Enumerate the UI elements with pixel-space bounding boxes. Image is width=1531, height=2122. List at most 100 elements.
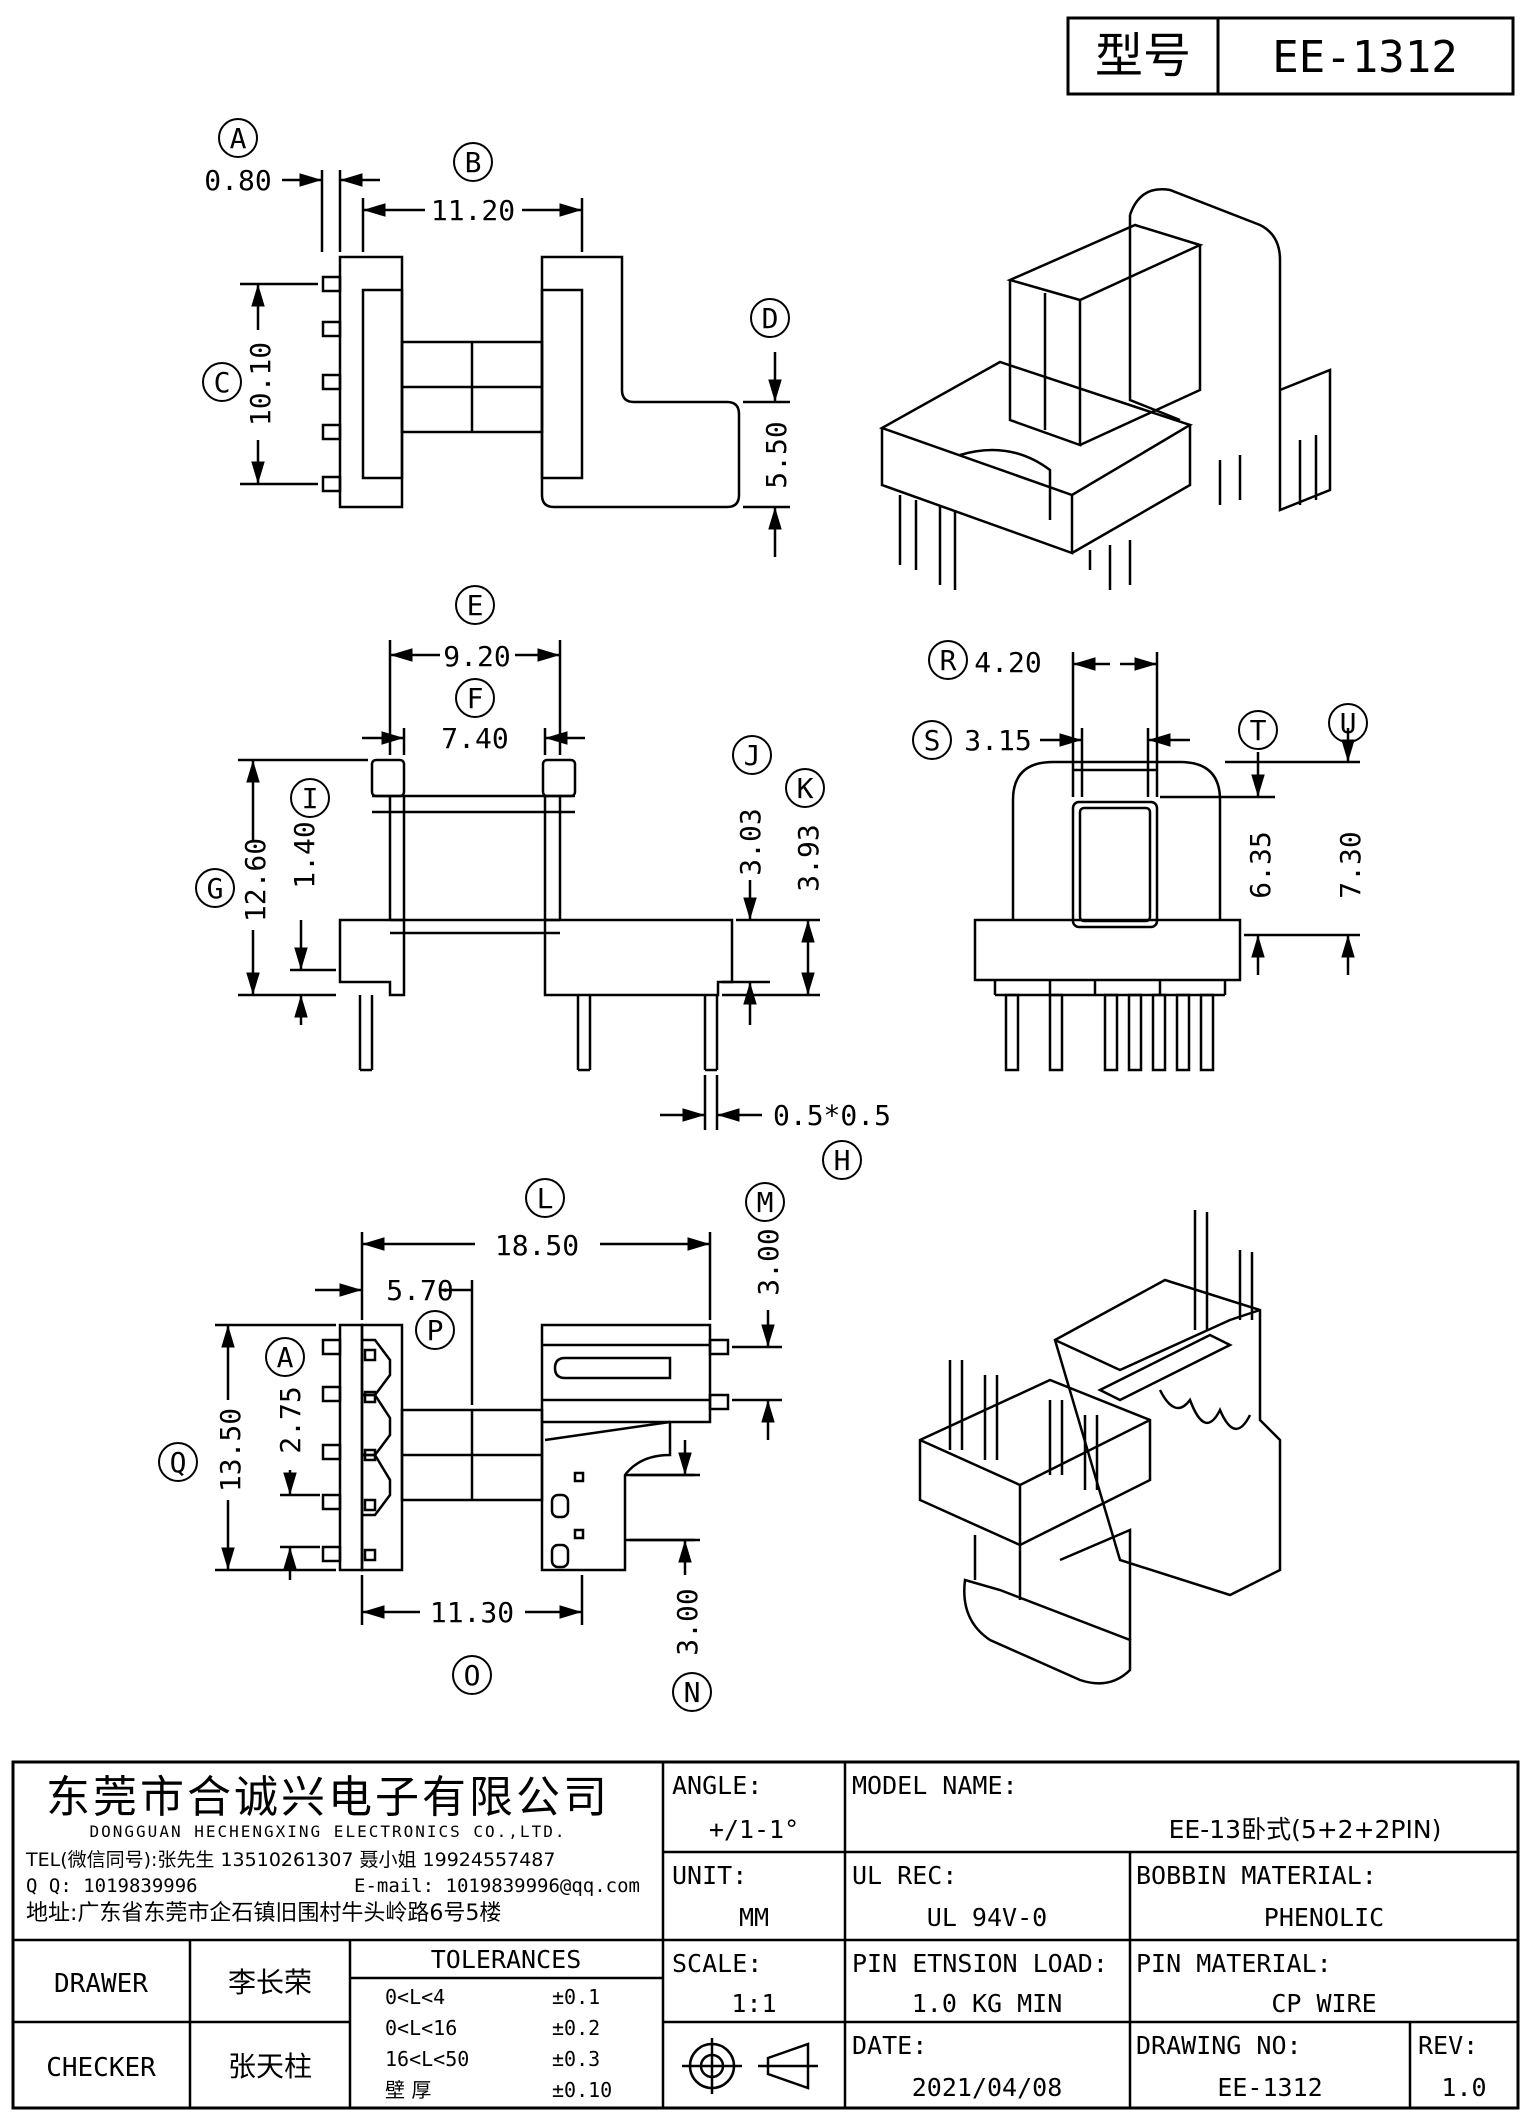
dim-q-value: 13.50 xyxy=(214,1408,247,1492)
angle-label: ANGLE: xyxy=(672,1771,762,1800)
bobbin-material-label: BOBBIN MATERIAL: xyxy=(1136,1861,1377,1890)
company-qq: Q Q: 1019839996 xyxy=(26,1875,198,1897)
marker-d: D xyxy=(762,302,779,335)
tol-range-4: 壁 厚 xyxy=(385,2078,431,2102)
dim-a-value: 0.80 xyxy=(204,164,271,197)
dim-i-value: 1.40 xyxy=(288,821,321,888)
dim-g-value: 12.60 xyxy=(239,838,272,922)
model-header-value: EE-1312 xyxy=(1272,32,1457,83)
marker-k: K xyxy=(797,772,814,805)
dim-a2-value: 2.75 xyxy=(274,1386,307,1453)
top-view xyxy=(240,170,790,557)
marker-o: O xyxy=(464,1659,481,1692)
marker-e: E xyxy=(467,589,484,622)
marker-s: S xyxy=(924,724,941,757)
dim-u-value: 7.30 xyxy=(1334,831,1367,898)
top-view-labels: A 0.80 B 11.20 C 10.10 D 5.50 xyxy=(202,118,793,489)
marker-h: H xyxy=(834,1144,851,1177)
dim-o-value: 11.30 xyxy=(430,1596,514,1629)
marker-t: T xyxy=(1250,714,1267,747)
dim-f-value: 7.40 xyxy=(441,722,508,755)
title-block: 东莞市合诚兴电子有限公司 DONGGUAN HECHENGXING ELECTR… xyxy=(11,1760,1520,2110)
marker-f: F xyxy=(467,682,484,715)
side-view-labels: R 4.20 S 3.15 T 6.35 U 7.30 xyxy=(912,640,1368,899)
dim-h-value: 0.5*0.5 xyxy=(773,1099,891,1132)
dim-s-value: 3.15 xyxy=(964,724,1031,757)
marker-q: Q xyxy=(170,1446,187,1479)
dim-t-value: 6.35 xyxy=(1244,831,1277,898)
tol-value-3: ±0.3 xyxy=(552,2047,600,2071)
marker-n: N xyxy=(684,1676,701,1709)
marker-c: C xyxy=(214,366,231,399)
marker-r: R xyxy=(940,644,957,677)
model-name-value: EE-13卧式(5+2+2PIN) xyxy=(1169,1815,1442,1844)
bottom-view-labels: L 18.50 5.70 P M 3.00 Q 13.50 A 2.75 11.… xyxy=(158,1178,785,1712)
company-email: E-mail: 1019839996@qq.com xyxy=(354,1875,640,1897)
drawing-no-label: DRAWING NO: xyxy=(1136,2031,1302,2060)
model-header: 型号 EE-1312 xyxy=(1066,16,1515,96)
pin-material-value: CP WIRE xyxy=(1271,1989,1376,2018)
marker-g: G xyxy=(207,872,224,905)
front-view-labels: E 9.20 F 7.40 G 12.60 I 1.40 J 3.03 K 3.… xyxy=(195,585,891,1180)
angle-value: +/1-1° xyxy=(709,1815,799,1844)
side-view xyxy=(973,652,1360,1072)
date-label: DATE: xyxy=(852,2031,927,2060)
model-header-label: 型号 xyxy=(1095,28,1191,84)
dim-k-value: 3.93 xyxy=(792,824,825,891)
company-tel: TEL(微信同号):张先生 13510261307 聂小姐 1992455748… xyxy=(25,1849,556,1871)
marker-l: L xyxy=(537,1182,554,1215)
rev-label: REV: xyxy=(1418,2031,1478,2060)
pin-load-label: PIN ETNSION LOAD: xyxy=(852,1949,1108,1978)
company-address: 地址:广东省东莞市企石镇旧围村牛头岭路6号5楼 xyxy=(26,1901,501,1926)
dim-n-value: 3.00 xyxy=(671,1588,704,1655)
unit-label: UNIT: xyxy=(672,1861,747,1890)
pin-material-label: PIN MATERIAL: xyxy=(1136,1949,1332,1978)
marker-u: U xyxy=(1340,707,1357,740)
tol-range-1: 0<L<4 xyxy=(385,1985,445,2009)
drawer-value: 李长荣 xyxy=(228,1966,312,1999)
ul-label: UL REC: xyxy=(852,1861,957,1890)
dim-r-value: 4.20 xyxy=(974,646,1041,679)
dim-e-value: 9.20 xyxy=(443,640,510,673)
isometric-view-1 xyxy=(878,188,1332,590)
scale-label: SCALE: xyxy=(672,1949,762,1978)
marker-b: B xyxy=(465,146,482,179)
model-name-label: MODEL NAME: xyxy=(852,1771,1018,1800)
projection-symbol xyxy=(682,2038,818,2094)
tol-value-1: ±0.1 xyxy=(552,1985,600,2009)
drawing-no-value: EE-1312 xyxy=(1217,2073,1322,2102)
unit-value: MM xyxy=(739,1903,769,1932)
bottom-view xyxy=(215,1232,782,1625)
tolerances-label: TOLERANCES xyxy=(431,1945,582,1974)
tol-value-4: ±0.10 xyxy=(552,2078,612,2102)
front-view xyxy=(238,640,820,1130)
drawer-label: DRAWER xyxy=(54,1969,148,1999)
dim-p-value: 5.70 xyxy=(386,1274,453,1307)
dim-d-value: 5.50 xyxy=(760,421,793,488)
company-name-cn: 东莞市合诚兴电子有限公司 xyxy=(46,1772,610,1823)
marker-a2: A xyxy=(277,1341,294,1374)
dim-l-value: 18.50 xyxy=(495,1229,579,1262)
rev-value: 1.0 xyxy=(1441,2073,1486,2102)
dim-j-value: 3.03 xyxy=(734,808,767,875)
checker-value: 张天柱 xyxy=(228,2050,312,2083)
tol-range-3: 16<L<50 xyxy=(385,2047,469,2071)
dim-m-value: 3.00 xyxy=(752,1228,785,1295)
scale-value: 1:1 xyxy=(731,1989,776,2018)
marker-a: A xyxy=(230,122,247,155)
ul-value: UL 94V-0 xyxy=(927,1903,1047,1932)
pin-load-value: 1.0 KG MIN xyxy=(912,1989,1063,2018)
company-name-en: DONGGUAN HECHENGXING ELECTRONICS CO.,LTD… xyxy=(90,1822,567,1841)
marker-m: M xyxy=(757,1186,774,1219)
tol-range-2: 0<L<16 xyxy=(385,2016,457,2040)
isometric-view-2 xyxy=(918,1210,1282,1685)
marker-j: J xyxy=(744,739,761,772)
dim-b-value: 11.20 xyxy=(431,194,515,227)
date-value: 2021/04/08 xyxy=(912,2073,1063,2102)
bobbin-material-value: PHENOLIC xyxy=(1264,1903,1384,1932)
checker-label: CHECKER xyxy=(46,2053,156,2083)
tol-value-2: ±0.2 xyxy=(552,2016,600,2040)
marker-p: P xyxy=(427,1314,444,1347)
marker-i: I xyxy=(302,782,319,815)
